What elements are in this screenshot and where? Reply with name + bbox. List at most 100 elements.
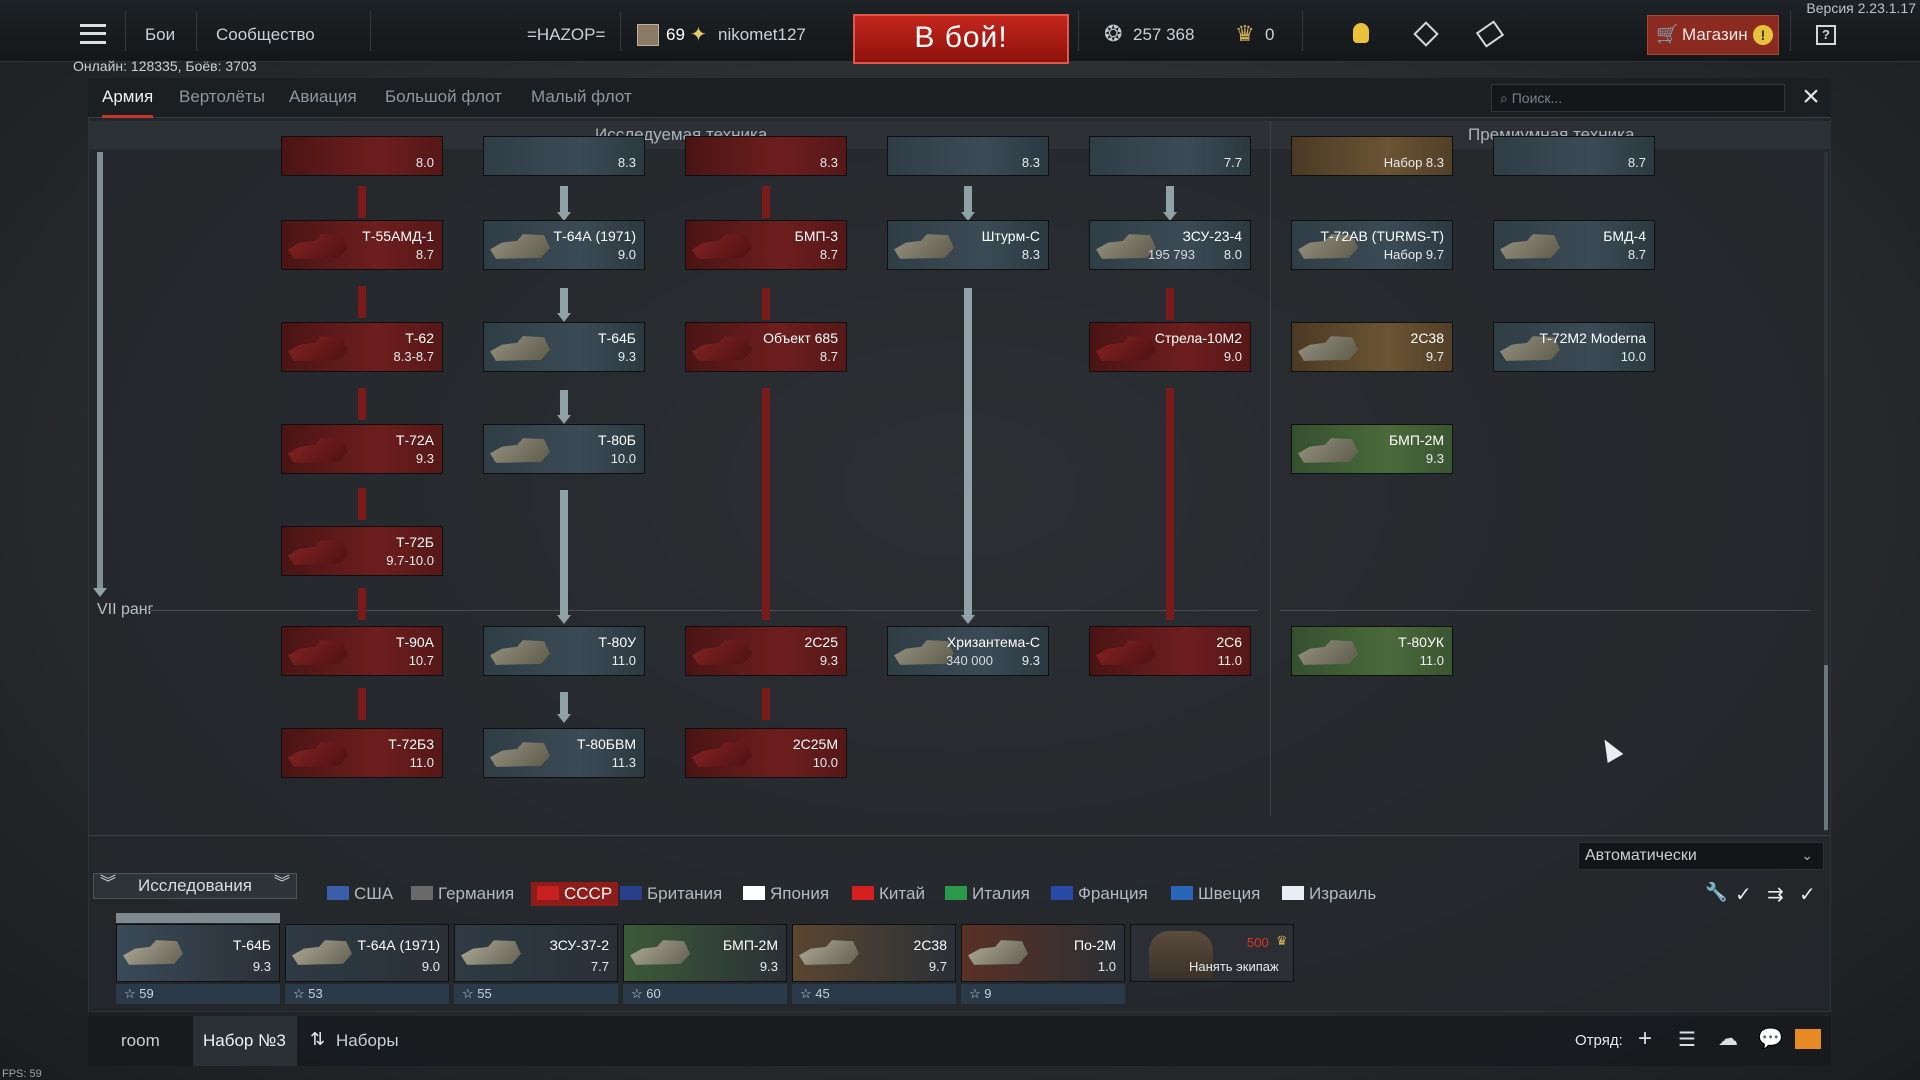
nation-tab[interactable]: Италия bbox=[945, 884, 1030, 904]
battle-button[interactable]: В бой! bbox=[853, 14, 1069, 64]
checkmark-icon[interactable]: ✓ bbox=[1799, 884, 1816, 906]
preset-tab[interactable]: Набор №3 bbox=[193, 1016, 297, 1066]
search-input[interactable]: ⌕ Поиск... bbox=[1491, 84, 1785, 112]
hire-crew-slot[interactable]: 500 ♛ Нанять экипаж bbox=[1130, 924, 1294, 982]
avatar[interactable] bbox=[637, 24, 659, 46]
vehicle-card[interactable]: 8.0 bbox=[281, 136, 443, 176]
nation-tab[interactable]: США bbox=[327, 884, 393, 904]
vehicle-card[interactable]: 8.7 bbox=[1493, 136, 1655, 176]
nav-battles[interactable]: Бои bbox=[145, 25, 176, 44]
help-icon[interactable]: ? bbox=[1816, 25, 1836, 45]
golden-eagle-icon: ♛ bbox=[1276, 933, 1288, 948]
nation-tab[interactable]: Франция bbox=[1051, 884, 1148, 904]
vehicle-card[interactable]: 8.3 bbox=[483, 136, 645, 176]
lightbulb-icon[interactable] bbox=[1353, 23, 1369, 43]
add-squad-icon[interactable]: + bbox=[1638, 1025, 1653, 1052]
nation-tab[interactable]: Япония bbox=[743, 884, 829, 904]
room-label[interactable]: room bbox=[121, 1031, 160, 1050]
flag-icon bbox=[537, 886, 559, 900]
vehicle-card[interactable]: 8.3 bbox=[685, 136, 847, 176]
nation-tab[interactable]: СССР bbox=[531, 882, 619, 906]
slot-vehicle-name: По-2М bbox=[1074, 937, 1116, 953]
slot-vehicle-name: БМП-2М bbox=[722, 937, 778, 953]
nav-community[interactable]: Сообщество bbox=[216, 25, 315, 44]
close-icon[interactable]: × bbox=[1802, 80, 1820, 113]
checkmark-icon[interactable]: ✓ bbox=[1735, 884, 1752, 906]
contacts-icon[interactable]: ☁ bbox=[1718, 1028, 1738, 1050]
nation-tab[interactable]: Британия bbox=[620, 884, 722, 904]
nation-tab[interactable]: Швеция bbox=[1171, 884, 1260, 904]
tab-aviation[interactable]: Авиация bbox=[289, 87, 357, 106]
vehicle-br: 9.3 bbox=[819, 653, 838, 668]
tab-helicopters[interactable]: Вертолёты bbox=[179, 87, 265, 106]
vehicle-image bbox=[123, 940, 183, 965]
rank-icon: ✦ bbox=[690, 24, 707, 46]
tab-army[interactable]: Армия bbox=[102, 78, 154, 118]
slot-vehicle-br: 9.0 bbox=[421, 959, 440, 974]
tree-scrollbar[interactable] bbox=[1824, 152, 1828, 832]
crew-slot[interactable]: Т-64А (1971)9.0 bbox=[285, 924, 449, 982]
tab-bluewater-fleet[interactable]: Большой флот bbox=[385, 87, 502, 106]
vehicle-name: Хризантема-С bbox=[946, 634, 1040, 650]
presets-button[interactable]: Наборы bbox=[336, 1031, 399, 1050]
mail-icon[interactable] bbox=[1795, 1029, 1821, 1049]
preset-toolbar: 🔧 ✓ ⇉ ✓ bbox=[1705, 882, 1825, 906]
crew-level-value: 60 bbox=[646, 986, 661, 1001]
tab-coastal-fleet[interactable]: Малый флот bbox=[531, 87, 632, 106]
squadron-tag[interactable]: =HAZOP= bbox=[527, 25, 606, 44]
version-label: Версия 2.23.1.17 bbox=[1806, 0, 1916, 16]
auto-select-dropdown[interactable]: Автоматически ⌄ bbox=[1578, 842, 1824, 870]
vehicle-card[interactable]: 8.3 bbox=[887, 136, 1049, 176]
menu-icon[interactable] bbox=[80, 24, 106, 44]
connector bbox=[762, 186, 770, 218]
vehicle-card[interactable]: Набор 8.3 bbox=[1291, 136, 1453, 176]
wrench-icon[interactable]: 🔧 bbox=[1705, 882, 1728, 902]
vehicle-card[interactable]: Т-64А (1971)9.0 bbox=[483, 220, 645, 270]
golden-eagles-balance[interactable]: 0 bbox=[1265, 25, 1275, 44]
double-check-icon[interactable]: ⇉ bbox=[1767, 884, 1784, 906]
nation-tab[interactable]: Израиль bbox=[1282, 884, 1376, 904]
list-icon[interactable]: ☰ bbox=[1678, 1029, 1696, 1051]
nation-tab[interactable]: Китай bbox=[852, 884, 925, 904]
vehicle-name: Т-80УК bbox=[1398, 634, 1444, 650]
tree-scrollbar-thumb[interactable] bbox=[1824, 665, 1828, 830]
vehicle-card[interactable]: Т-72АВ (TURMS-T)Набор 9.7 bbox=[1291, 220, 1453, 270]
silver-lions-balance[interactable]: 257 368 bbox=[1133, 25, 1195, 44]
player-name[interactable]: nikomet127 bbox=[718, 25, 806, 44]
research-panel-toggle[interactable]: ︾ Исследования ︾ bbox=[93, 873, 297, 899]
nation-tab[interactable]: Германия bbox=[411, 884, 514, 904]
shop-button[interactable]: 🛒 Магазин ! bbox=[1647, 15, 1779, 55]
vehicle-card[interactable]: 7.7 bbox=[1089, 136, 1251, 176]
vehicle-br: 9.7-10.0 bbox=[386, 553, 434, 568]
chat-icon[interactable]: 💬 bbox=[1758, 1028, 1783, 1050]
